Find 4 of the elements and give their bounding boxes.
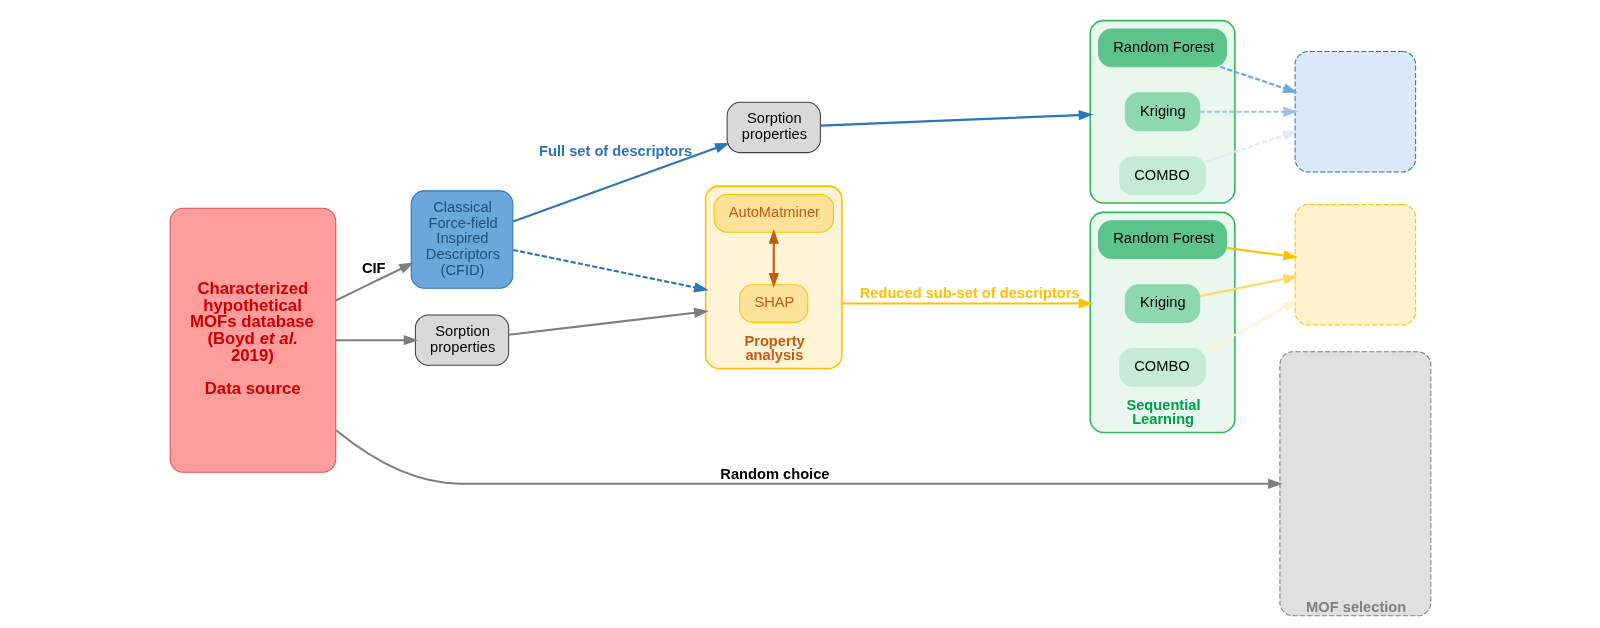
edge-label: Reduced sub-set of descriptors [859, 285, 1080, 302]
edge-label: CIF [361, 260, 386, 277]
edge-label: Full set of descriptors [538, 142, 692, 159]
edge-label: Random choice [719, 465, 829, 482]
